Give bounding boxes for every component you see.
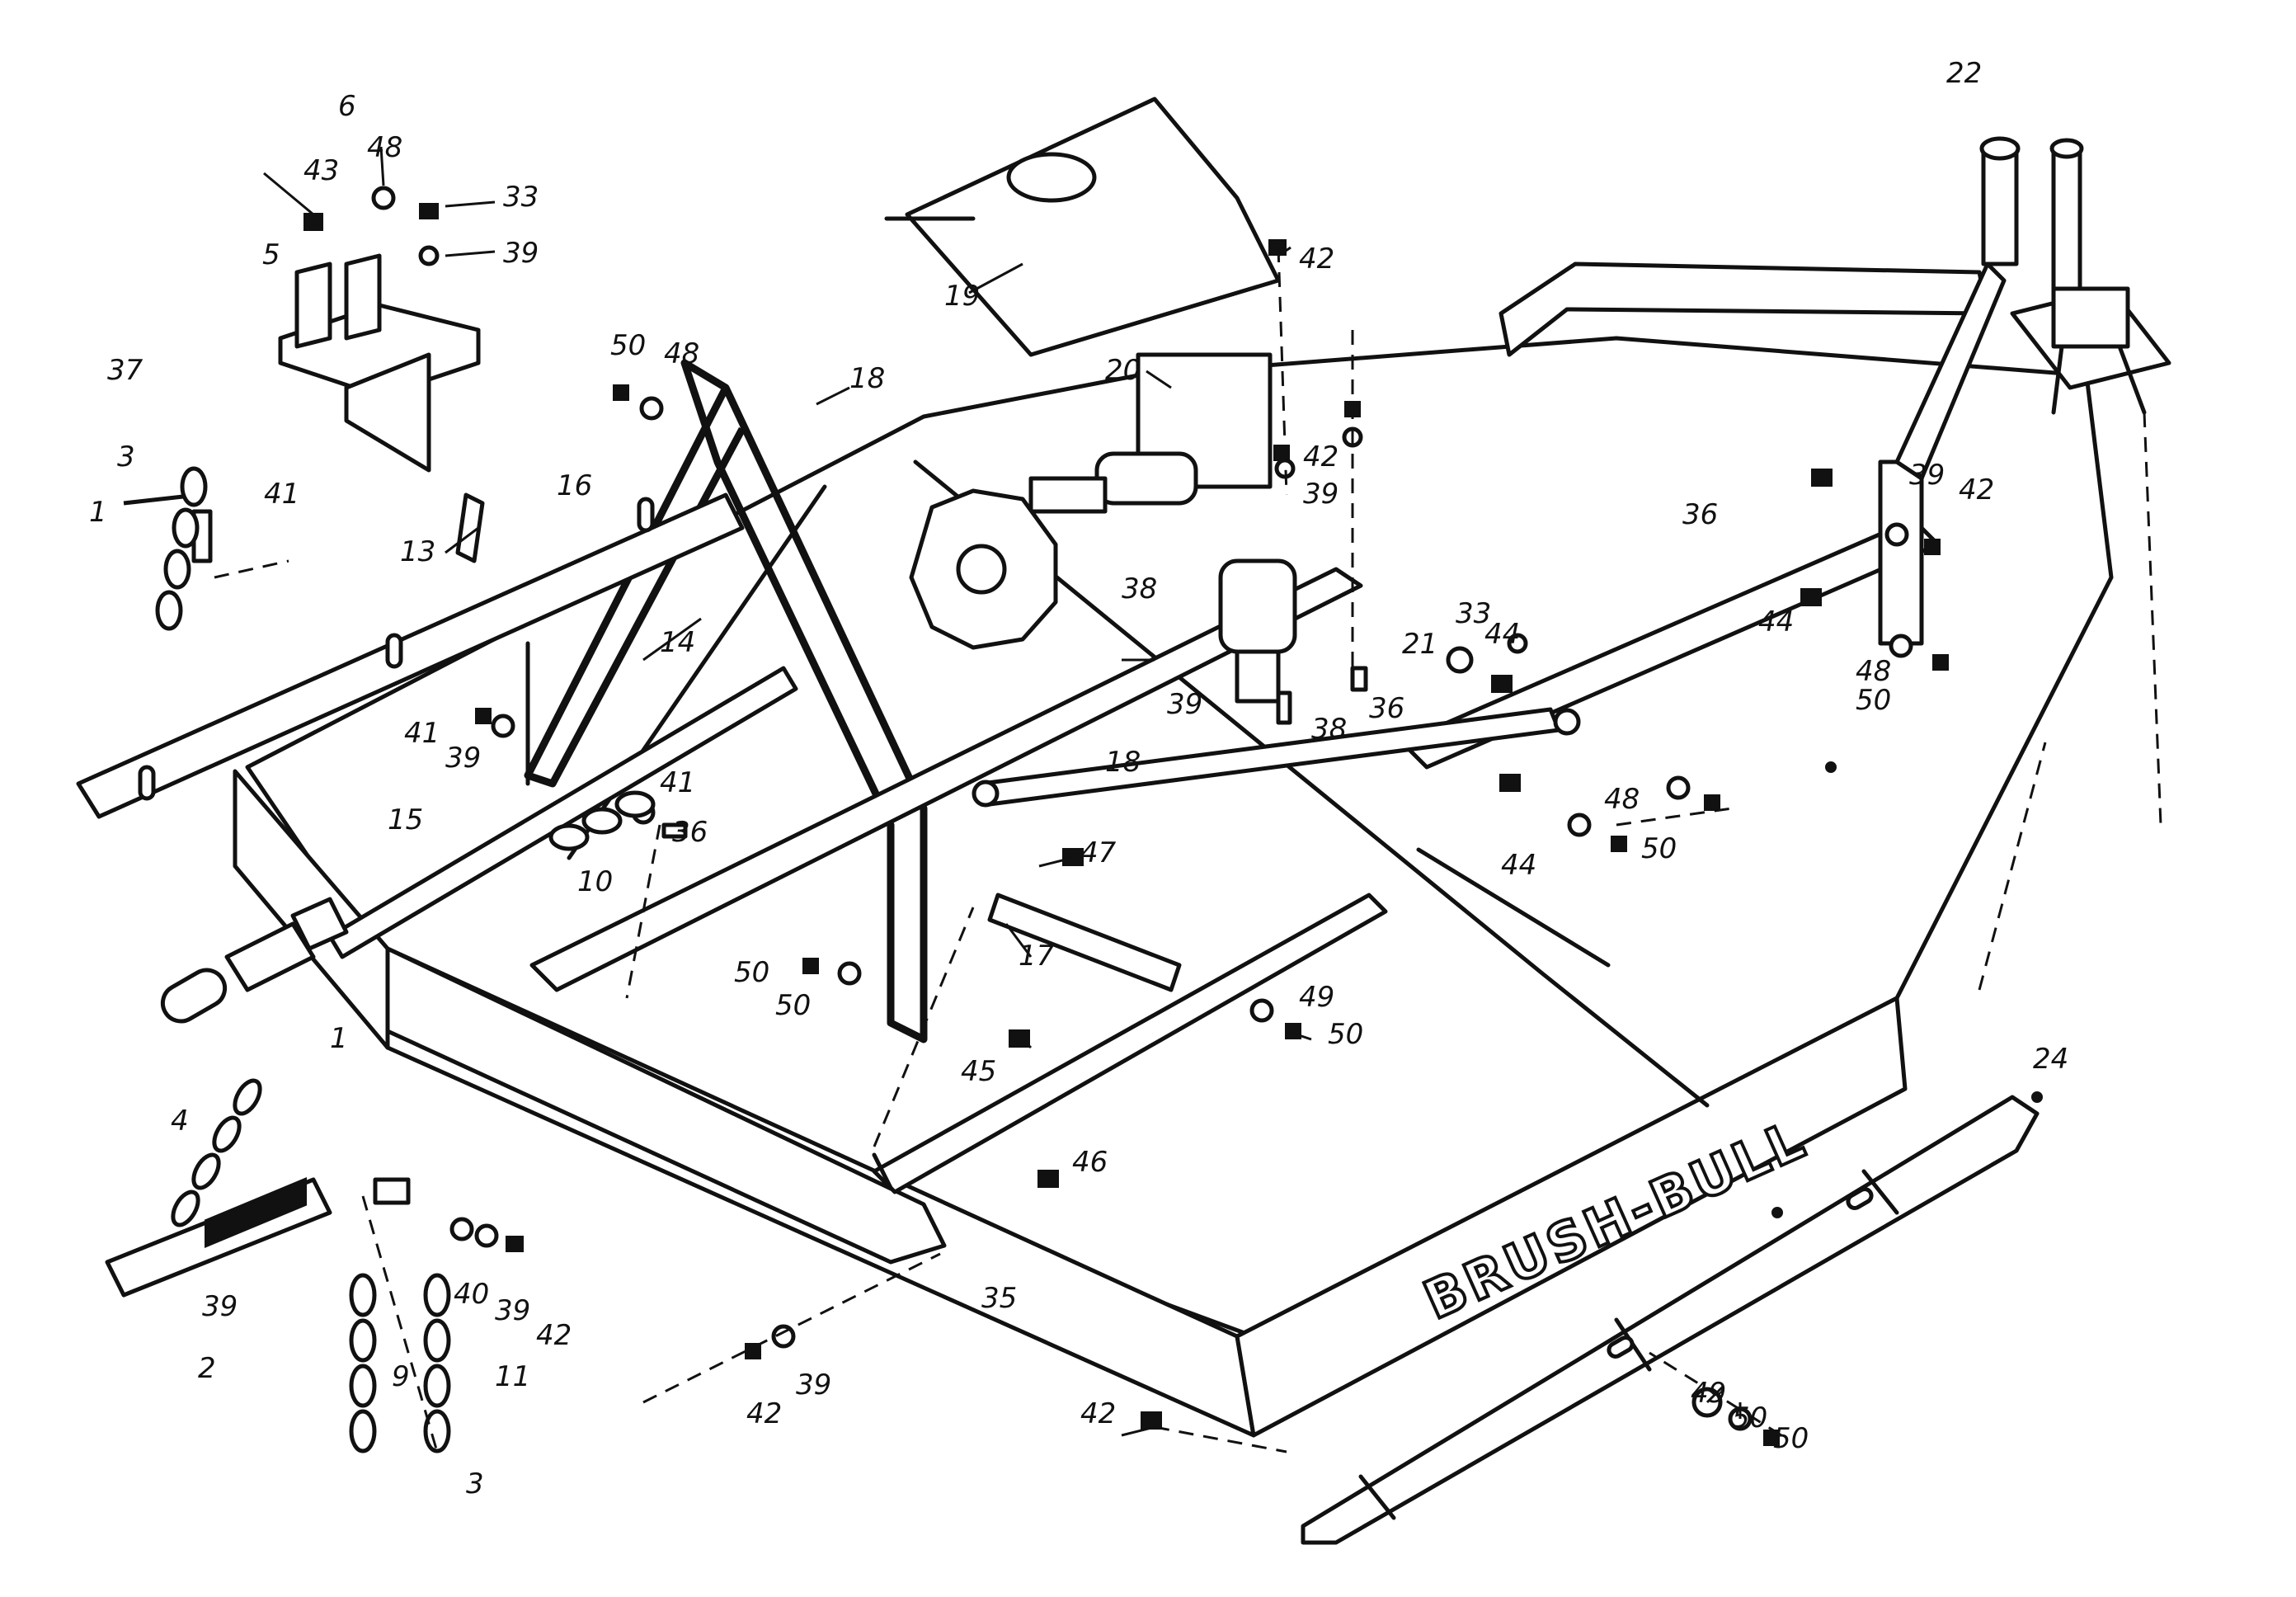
callout-label: 49 xyxy=(1299,981,1334,1014)
callout-label: 1 xyxy=(89,496,107,529)
callout-label: 38 xyxy=(1311,713,1347,746)
callout-label: 43 xyxy=(303,154,339,187)
gearbox-shield xyxy=(884,97,1281,357)
callout-label: 48 xyxy=(664,337,699,370)
callout-label: 16 xyxy=(557,469,592,502)
callout-label: 47 xyxy=(1080,836,1117,869)
callout-label: 18 xyxy=(1105,746,1141,779)
callout-label: 50 xyxy=(775,989,811,1022)
callout-label: 50 xyxy=(1732,1401,1767,1434)
callout-label: 50 xyxy=(1773,1422,1809,1455)
callout-label: 21 xyxy=(1402,628,1437,661)
callout-label: 46 xyxy=(1072,1146,1108,1179)
callout-label: 50 xyxy=(610,329,646,362)
callout-label: 48 xyxy=(367,131,402,164)
callout-label: 50 xyxy=(1328,1018,1363,1051)
callout-label: 44 xyxy=(1484,618,1520,651)
callout-label: 50 xyxy=(734,956,769,989)
callout-label: 48 xyxy=(1856,655,1891,688)
callout-label: 39 xyxy=(495,1294,530,1327)
callout-label: 39 xyxy=(202,1290,238,1323)
callout-label: 36 xyxy=(1682,498,1718,531)
callout-label: 41 xyxy=(264,478,299,511)
driveline xyxy=(160,666,798,1024)
callout-label: 41 xyxy=(660,766,695,799)
callout-label: 19 xyxy=(944,280,980,313)
blade-disk xyxy=(909,488,1058,650)
callout-label: 18 xyxy=(849,362,885,395)
callout-label: 42 xyxy=(536,1319,572,1352)
callout-label: 50 xyxy=(1856,684,1891,717)
callout-label: 3 xyxy=(466,1467,484,1500)
callout-label: 42 xyxy=(1299,243,1334,276)
callout-label: 42 xyxy=(746,1397,782,1430)
hitch-pin xyxy=(455,492,485,563)
callout-label: 39 xyxy=(796,1369,831,1401)
callout-label: 22 xyxy=(1946,57,1982,90)
hitch-plate-assembly xyxy=(278,253,481,473)
callout-label: 39 xyxy=(1909,459,1945,492)
callout-label: 39 xyxy=(1303,478,1339,511)
callout-label: 14 xyxy=(660,626,695,659)
callout-label: 33 xyxy=(1456,597,1491,630)
callout-label: 42 xyxy=(1303,440,1339,473)
link-arms xyxy=(972,707,1581,992)
callout-label: 3 xyxy=(117,440,135,473)
callout-label: 1 xyxy=(330,1022,348,1055)
callout-label: 40 xyxy=(454,1278,489,1311)
callout-label: 42 xyxy=(1959,473,1994,506)
left-beam xyxy=(76,492,745,819)
callout-label: 39 xyxy=(1167,688,1202,721)
callout-label: 36 xyxy=(672,816,708,849)
callout-label: 37 xyxy=(107,354,144,387)
callout-label: 11 xyxy=(495,1360,530,1393)
callout-label: 48 xyxy=(1604,783,1640,816)
callout-label: 44 xyxy=(1501,849,1536,882)
callout-label: 15 xyxy=(388,803,423,836)
callout-label: 5 xyxy=(262,238,280,271)
tailwheel-bracket xyxy=(2051,286,2147,415)
callout-label: 39 xyxy=(445,742,481,775)
leader-lines xyxy=(263,146,1742,1437)
callout-label: 45 xyxy=(961,1055,996,1088)
callout-label: 39 xyxy=(503,237,539,270)
callout-label: 20 xyxy=(1105,354,1141,387)
callout-label: 41 xyxy=(404,717,440,750)
callout-label: 38 xyxy=(1122,572,1157,605)
callout-label: 42 xyxy=(1080,1397,1116,1430)
callout-label: 33 xyxy=(503,181,539,214)
check-chains xyxy=(105,466,656,1453)
callout-label: 36 xyxy=(1369,692,1404,725)
callout-label: 9 xyxy=(392,1360,410,1393)
callout-label: 49 xyxy=(1691,1377,1726,1410)
callout-label: 44 xyxy=(1758,605,1794,638)
assembly-lines xyxy=(214,247,2162,1453)
callout-label: 6 xyxy=(338,90,356,123)
callout-label: 24 xyxy=(2033,1043,2068,1076)
front-crossbar xyxy=(529,567,1388,1194)
callout-label: 35 xyxy=(981,1282,1017,1315)
callout-labels: 6 43 48 33 39 5 37 3 41 1 50 48 18 16 13… xyxy=(89,57,2068,1500)
callout-label: 50 xyxy=(1641,832,1677,865)
callout-label: 13 xyxy=(400,535,435,568)
callout-label: 4 xyxy=(171,1105,189,1138)
callout-label: 2 xyxy=(198,1352,216,1385)
left-skid-shoe xyxy=(385,946,947,1265)
callout-label: 17 xyxy=(1019,940,1055,973)
gearbox xyxy=(1028,352,1297,704)
right-skid-shoe xyxy=(1301,1095,2040,1545)
callout-label: 10 xyxy=(577,865,613,898)
